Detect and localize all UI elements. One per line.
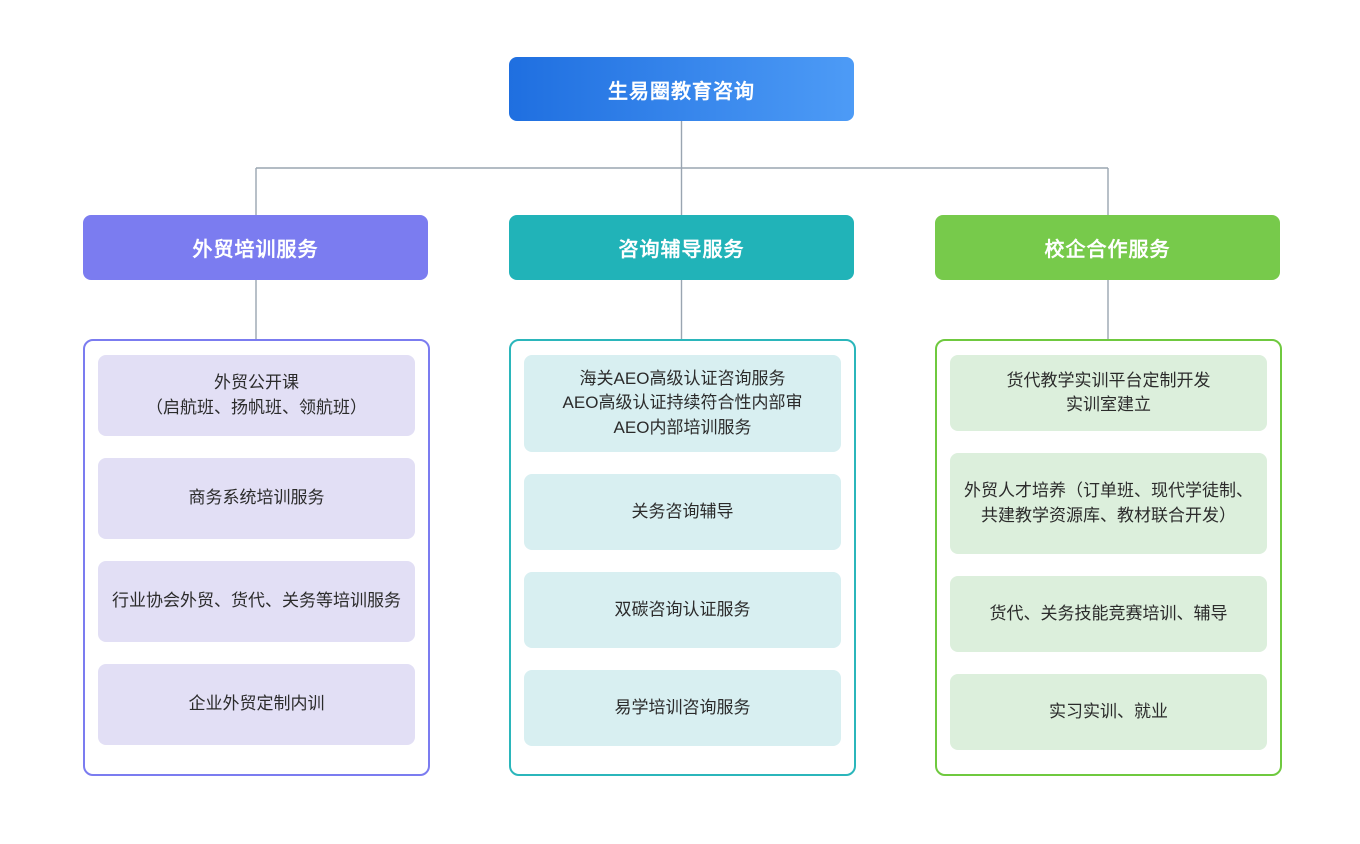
item-box[interactable]: 实习实训、就业	[950, 674, 1267, 750]
item-label: 实习实训、就业	[1049, 701, 1168, 721]
item-box[interactable]: 商务系统培训服务	[98, 458, 415, 539]
item-label: 货代教学实训平台定制开发 实训室建立	[1006, 370, 1211, 414]
items-container-school-enterprise: 货代教学实训平台定制开发 实训室建立外贸人才培养（订单班、现代学徒制、共建教学资…	[935, 339, 1282, 776]
branch-header-consulting-tutoring[interactable]: 咨询辅导服务	[509, 215, 854, 280]
root-node[interactable]: 生易圈教育咨询	[509, 57, 854, 121]
item-box[interactable]: 易学培训咨询服务	[524, 670, 841, 746]
branch-header-school-enterprise[interactable]: 校企合作服务	[935, 215, 1280, 280]
item-label: 企业外贸定制内训	[188, 694, 325, 714]
items-container-consulting-tutoring: 海关AEO高级认证咨询服务 AEO高级认证持续符合性内部审 AEO内部培训服务关…	[509, 339, 856, 776]
item-box[interactable]: 行业协会外贸、货代、关务等培训服务	[98, 561, 415, 642]
branch-header-foreign-trade-training[interactable]: 外贸培训服务	[83, 215, 428, 280]
item-box[interactable]: 货代教学实训平台定制开发 实训室建立	[950, 355, 1267, 431]
item-box[interactable]: 外贸人才培养（订单班、现代学徒制、共建教学资源库、教材联合开发）	[950, 453, 1267, 554]
items-container-foreign-trade-training: 外贸公开课 （启航班、扬帆班、领航班） 商务系统培训服务行业协会外贸、货代、关务等…	[83, 339, 430, 776]
item-label: 外贸人才培养（订单班、现代学徒制、共建教学资源库、教材联合开发）	[964, 481, 1253, 525]
item-box[interactable]: 货代、关务技能竞赛培训、辅导	[950, 576, 1267, 652]
branch-header-label: 校企合作服务	[1044, 239, 1171, 261]
item-label: 行业协会外贸、货代、关务等培训服务	[112, 591, 401, 611]
item-label: 海关AEO高级认证咨询服务 AEO高级认证持续符合性内部审 AEO内部培训服务	[562, 369, 803, 437]
item-label: 关务咨询辅导	[631, 501, 734, 521]
item-box[interactable]: 双碳咨询认证服务	[524, 572, 841, 648]
item-box[interactable]: 海关AEO高级认证咨询服务 AEO高级认证持续符合性内部审 AEO内部培训服务	[524, 355, 841, 452]
item-label: 商务系统培训服务	[188, 488, 325, 508]
item-label: 外贸公开课 （启航班、扬帆班、领航班）	[146, 373, 367, 417]
item-box[interactable]: 关务咨询辅导	[524, 474, 841, 550]
item-box[interactable]: 企业外贸定制内训	[98, 664, 415, 745]
item-label: 双碳咨询认证服务	[614, 599, 751, 619]
root-node-label: 生易圈教育咨询	[608, 80, 755, 103]
branch-header-label: 咨询辅导服务	[618, 239, 745, 261]
item-label: 货代、关务技能竞赛培训、辅导	[989, 603, 1228, 623]
branch-header-label: 外贸培训服务	[192, 239, 319, 261]
item-label: 易学培训咨询服务	[614, 697, 751, 717]
item-box[interactable]: 外贸公开课 （启航班、扬帆班、领航班）	[98, 355, 415, 436]
